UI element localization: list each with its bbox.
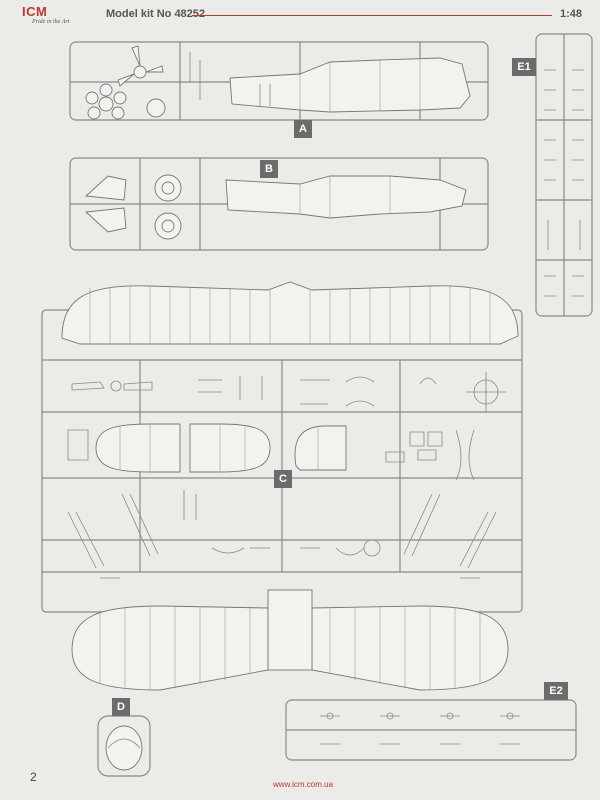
- rudder-part: [294, 425, 347, 471]
- engine-cylinders-part: [85, 83, 127, 120]
- small-parts-middle: [67, 429, 475, 481]
- scale-label: 1:48: [560, 8, 583, 20]
- small-parts-upper: [71, 372, 506, 412]
- sprue-b: [69, 157, 489, 251]
- model-kit-number: Model kit No 48252: [106, 8, 206, 20]
- sprue-e2: [285, 699, 577, 761]
- icm-logo: ICM Pride in the Art: [22, 4, 94, 26]
- propeller-part: [117, 45, 164, 87]
- sprue-d: [97, 715, 151, 777]
- stabilizer-right-part: [189, 423, 271, 473]
- fuselage-floor-part: [267, 589, 313, 671]
- stabilizer-left-part: [95, 423, 181, 473]
- upper-wing-part: [61, 281, 519, 345]
- gear-door-part: [84, 207, 127, 233]
- sprue-label-e1: E1: [512, 58, 536, 76]
- fuselage-half-a: [229, 57, 471, 113]
- brand-tagline: Pride in the Art: [32, 19, 70, 25]
- sprue-label-e2: E2: [544, 682, 568, 700]
- clear-part: [105, 725, 143, 771]
- e1-small-parts: [544, 69, 584, 297]
- header-rule: [192, 15, 552, 16]
- sprue-a: [69, 41, 489, 121]
- struts-parts: [67, 490, 497, 579]
- sprue-label-a: A: [294, 120, 312, 138]
- lower-wing-part: [311, 605, 509, 691]
- lower-wing-part: [71, 605, 269, 691]
- sprue-label-b: B: [260, 160, 278, 178]
- sprue-label-d: D: [112, 698, 130, 716]
- gear-door-part: [84, 175, 127, 201]
- website-url: www.icm.com.ua: [273, 780, 334, 789]
- sprue-c: [41, 281, 523, 691]
- cowling-ring-part: [146, 98, 166, 118]
- e2-small-parts: [320, 712, 520, 745]
- fuselage-half-b: [225, 175, 467, 219]
- sprue-e1: [535, 33, 593, 317]
- page-number: 2: [30, 770, 37, 784]
- page-header: ICM Pride in the Art Model kit No 48252 …: [0, 0, 600, 30]
- sprue-label-c: C: [274, 470, 292, 488]
- brand-name: ICM: [22, 4, 48, 19]
